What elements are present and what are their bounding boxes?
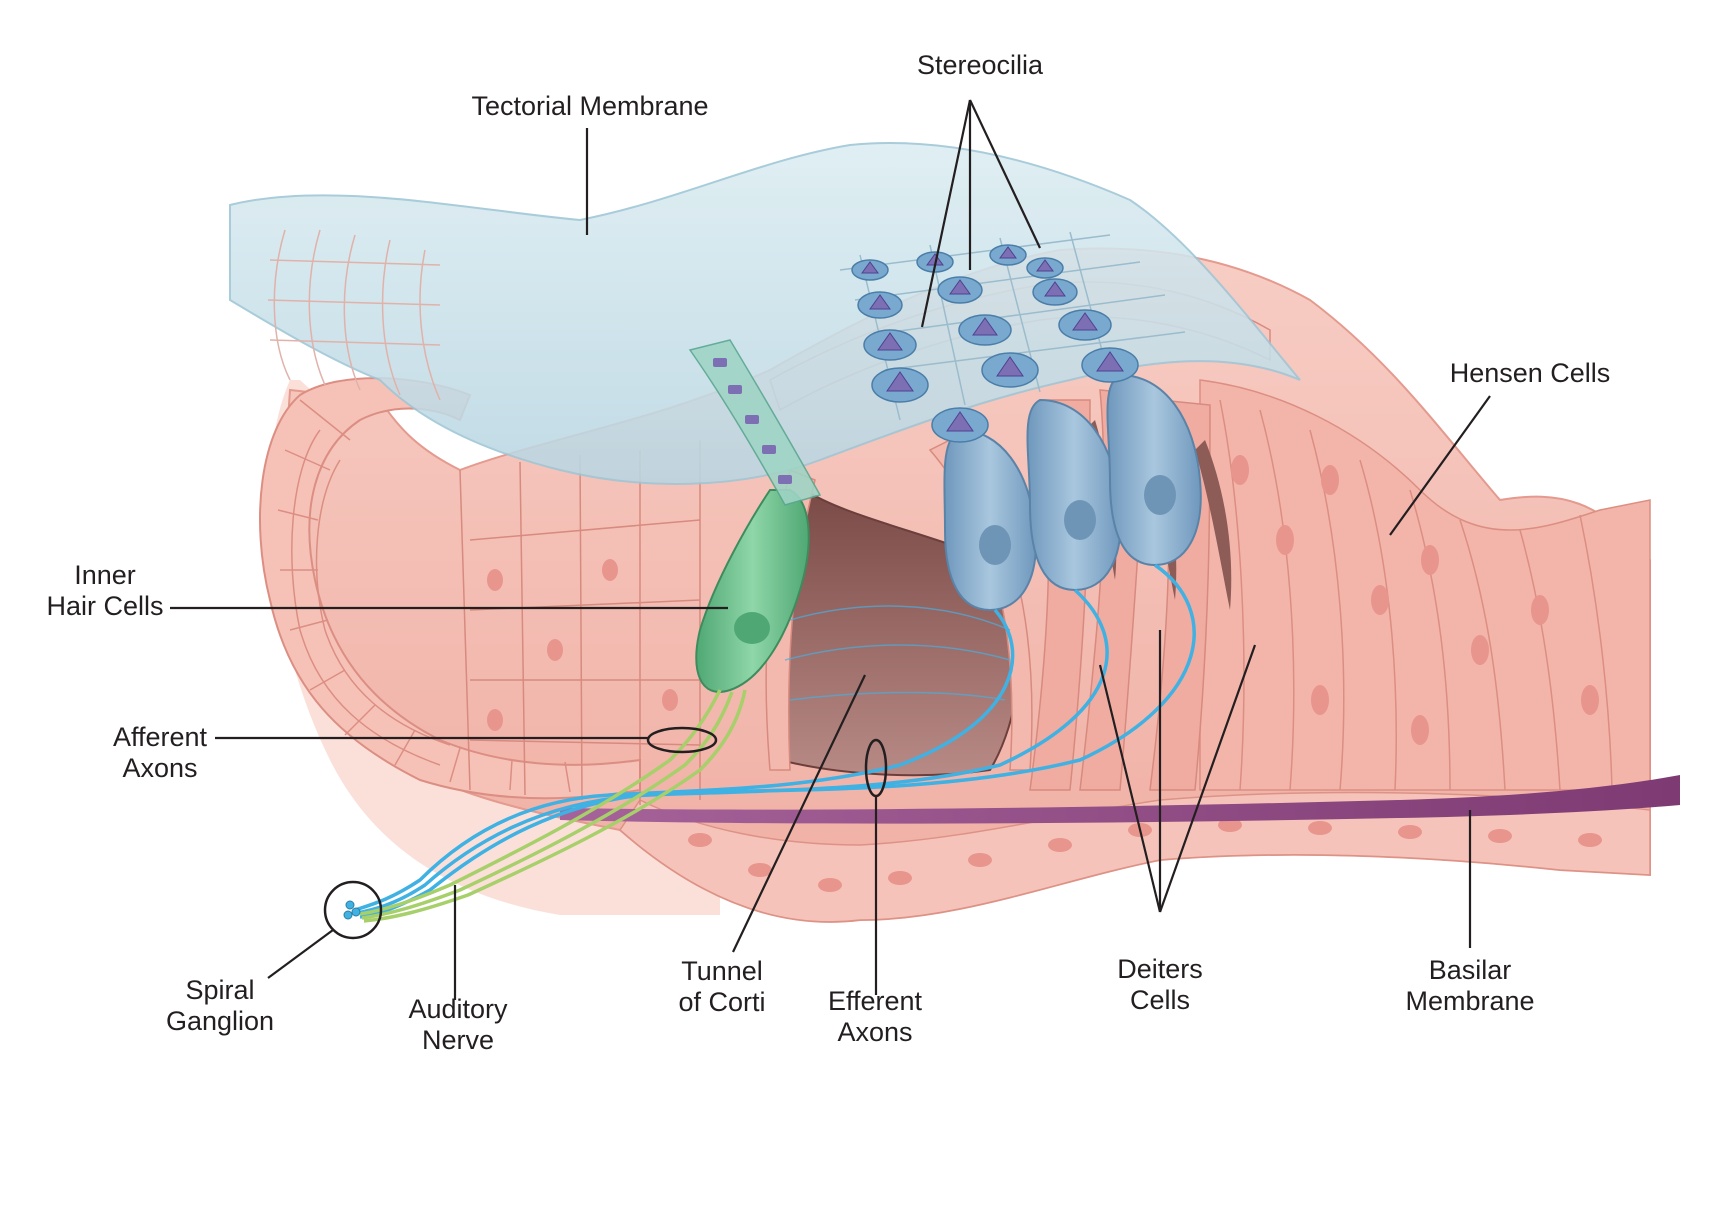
- label-efferent-axons-line2: Axons: [837, 1017, 913, 1047]
- lower-cell-layer: [619, 791, 1651, 923]
- outer-hair-cells: [943, 373, 1202, 612]
- hensen-cell-nuclei: [1231, 455, 1599, 745]
- inner-hair-cell-nucleus: [734, 612, 770, 644]
- tectorial-grid: [267, 229, 441, 401]
- hensen-cell-walls: [1219, 399, 1613, 791]
- label-deiters-cells-line1: Deiters: [1117, 954, 1203, 984]
- label-spiral-ganglion-line2: Ganglion: [165, 1006, 275, 1036]
- label-basilar-membrane: Basilar Membrane: [1385, 955, 1555, 1017]
- spiral-ganglion-nerve-ends: [343, 900, 361, 920]
- afferent-axon-fibers: [359, 689, 747, 923]
- afferent-axons-marker: [646, 726, 718, 754]
- label-inner-hair-cells-line2: Hair Cells: [46, 591, 164, 621]
- label-afferent-axons-line2: Axons: [122, 753, 198, 783]
- label-deiters-cells-line2: Cells: [1129, 985, 1190, 1015]
- label-spiral-ganglion-line1: Spiral: [185, 975, 255, 1005]
- tectorial-membrane: [229, 142, 1301, 485]
- label-afferent-axons: Afferent Axons: [80, 722, 240, 784]
- label-basilar-membrane-line1: Basilar: [1428, 955, 1512, 985]
- leader-lines: [170, 99, 1491, 1000]
- label-stereocilia: Stereocilia: [880, 50, 1080, 81]
- label-tunnel-of-corti: Tunnel of Corti: [652, 956, 792, 1018]
- outer-hair-cell-nuclei: [979, 475, 1176, 565]
- basilar-membrane: [560, 775, 1680, 824]
- label-tunnel-of-corti-line2: of Corti: [678, 987, 766, 1017]
- label-deiters-cells: Deiters Cells: [1090, 954, 1230, 1016]
- limbus-cells: [277, 399, 571, 793]
- label-auditory-nerve: Auditory Nerve: [378, 994, 538, 1056]
- hensen-cell-region: [1199, 379, 1651, 791]
- efferent-axon-fibers: [354, 563, 1196, 919]
- tunnel-fibers: [784, 605, 1011, 701]
- label-tectorial-membrane-text: Tectorial Membrane: [471, 91, 709, 121]
- label-afferent-axons-line1: Afferent: [112, 722, 208, 752]
- label-auditory-nerve-line1: Auditory: [408, 994, 508, 1024]
- label-tectorial-membrane: Tectorial Membrane: [440, 91, 740, 122]
- spiral-ganglion-circle: [323, 880, 383, 940]
- label-auditory-nerve-line2: Nerve: [421, 1025, 495, 1055]
- label-hensen-cells: Hensen Cells: [1420, 358, 1640, 389]
- label-efferent-axons: Efferent Axons: [800, 986, 950, 1048]
- label-tunnel-of-corti-line1: Tunnel: [681, 956, 763, 986]
- lower-cell-nuclei: [688, 818, 1602, 892]
- label-basilar-membrane-line2: Membrane: [1405, 986, 1535, 1016]
- label-hensen-cells-text: Hensen Cells: [1449, 358, 1611, 388]
- label-inner-hair-cells: Inner Hair Cells: [20, 560, 190, 622]
- inner-hair-cell-stereocilia: [713, 358, 792, 484]
- inner-hair-cell: [695, 489, 810, 693]
- label-stereocilia-text: Stereocilia: [916, 50, 1044, 80]
- label-efferent-axons-line1: Efferent: [827, 986, 923, 1016]
- inner-sulcus-cells: [459, 440, 701, 805]
- label-spiral-ganglion: Spiral Ganglion: [140, 975, 300, 1037]
- label-inner-hair-cells-line1: Inner: [74, 560, 136, 590]
- stereocilia-bundles: [851, 244, 1139, 443]
